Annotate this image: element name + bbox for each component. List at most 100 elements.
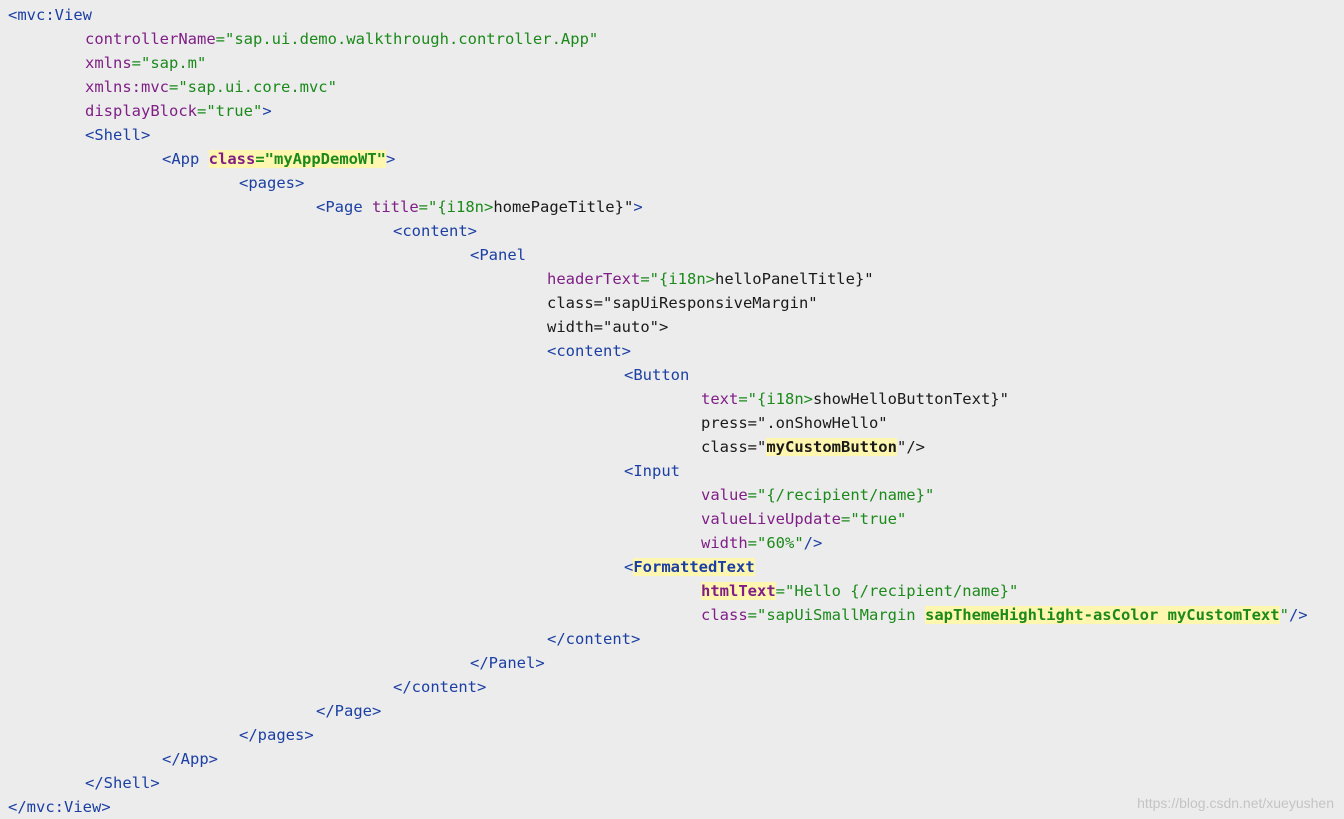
code-line: class="sapUiSmallMargin sapThemeHighligh… — [8, 603, 1308, 627]
code-line: class="myCustomButton"/> — [8, 435, 1308, 459]
code-line: width="auto"> — [8, 315, 1308, 339]
code-token: <content> — [547, 342, 631, 360]
code-line: </Page> — [8, 699, 1308, 723]
code-token: <App — [162, 150, 209, 168]
code-line: <App class="myAppDemoWT"> — [8, 147, 1308, 171]
code-token: <mvc:View — [8, 6, 92, 24]
code-token: ="{i18n> — [418, 198, 494, 216]
code-token: ="Hello {/recipient/name}" — [775, 582, 1019, 600]
code-token: htmlText — [701, 582, 776, 600]
code-token: </content> — [393, 678, 487, 696]
code-token: <pages> — [239, 174, 305, 192]
code-token: title — [372, 198, 419, 216]
code-token: press=".onShowHello" — [701, 414, 888, 432]
code-token: "/> — [896, 438, 925, 456]
code-token: headerText — [547, 270, 641, 288]
code-token: myAppDemoWT — [274, 150, 377, 168]
code-token: =" — [255, 150, 275, 168]
code-token: </content> — [547, 630, 641, 648]
code-token: <content> — [393, 222, 477, 240]
code-block[interactable]: <mvc:View controllerName="sap.ui.demo.wal… — [8, 3, 1308, 819]
code-token: > — [386, 150, 396, 168]
code-token: <Input — [624, 462, 680, 480]
code-line: <pages> — [8, 171, 1308, 195]
code-line: <Panel — [8, 243, 1308, 267]
code-token: > — [633, 198, 643, 216]
code-token: <Page — [316, 198, 372, 216]
code-token: showHelloButtonText}" — [812, 390, 1009, 408]
code-line: </pages> — [8, 723, 1308, 747]
code-token: </mvc:View> — [8, 798, 111, 816]
code-token: controllerName — [85, 30, 216, 48]
code-line: <Shell> — [8, 123, 1308, 147]
code-token: homePageTitle}" — [493, 198, 634, 216]
code-token: class=" — [701, 438, 767, 456]
code-line: text="{i18n>showHelloButtonText}" — [8, 387, 1308, 411]
code-line: <FormattedText — [8, 555, 1308, 579]
code-line: width="60%"/> — [8, 531, 1308, 555]
code-line: xmlns:mvc="sap.ui.core.mvc" — [8, 75, 1308, 99]
code-line: </App> — [8, 747, 1308, 771]
code-token: ="sap.ui.demo.walkthrough.controller.App… — [215, 30, 599, 48]
code-line: <mvc:View — [8, 3, 1308, 27]
code-token: </Panel> — [470, 654, 545, 672]
code-line: press=".onShowHello" — [8, 411, 1308, 435]
code-line: htmlText="Hello {/recipient/name}" — [8, 579, 1308, 603]
code-token: ="true" — [840, 510, 907, 528]
code-token: <Button — [624, 366, 690, 384]
code-token: /> — [1288, 606, 1308, 624]
code-token: </pages> — [239, 726, 314, 744]
code-line: </Shell> — [8, 771, 1308, 795]
code-line: <content> — [8, 219, 1308, 243]
code-line: controllerName="sap.ui.demo.walkthrough.… — [8, 27, 1308, 51]
code-line: <Button — [8, 363, 1308, 387]
code-token: helloPanelTitle}" — [714, 270, 874, 288]
code-line: class="sapUiResponsiveMargin" — [8, 291, 1308, 315]
code-token: > — [262, 102, 272, 120]
code-token: ="sap.m" — [131, 54, 207, 72]
code-line: value="{/recipient/name}" — [8, 483, 1308, 507]
code-token: displayBlock — [85, 102, 197, 120]
code-token: ="{/recipient/name}" — [747, 486, 935, 504]
code-token: </Shell> — [85, 774, 160, 792]
code-token: /> — [803, 534, 823, 552]
code-token: myCustomButton — [766, 438, 897, 456]
code-line: </Panel> — [8, 651, 1308, 675]
code-token: text — [701, 390, 739, 408]
code-token: valueLiveUpdate — [701, 510, 841, 528]
code-token: sapThemeHighlight-asColor myCustomText — [924, 606, 1280, 624]
code-line: displayBlock="true"> — [8, 99, 1308, 123]
code-token: ="{i18n> — [738, 390, 813, 408]
code-line: </content> — [8, 675, 1308, 699]
code-token: class — [208, 150, 256, 168]
code-line: <Page title="{i18n>homePageTitle}"> — [8, 195, 1308, 219]
code-token: xmlns — [85, 54, 132, 72]
code-token: class — [701, 606, 748, 624]
watermark-text: https://blog.csdn.net/xueyushen — [1137, 795, 1334, 811]
code-line: headerText="{i18n>helloPanelTitle}" — [8, 267, 1308, 291]
code-token: </Page> — [316, 702, 382, 720]
code-token: <Shell> — [85, 126, 151, 144]
code-line: <Input — [8, 459, 1308, 483]
code-token: width="auto"> — [547, 318, 669, 336]
code-token: class="sapUiResponsiveMargin" — [547, 294, 818, 312]
code-token: ="{i18n> — [640, 270, 715, 288]
code-token: <Panel — [470, 246, 526, 264]
code-token: xmlns:mvc — [85, 78, 169, 96]
code-token: ="true" — [196, 102, 263, 120]
code-token: FormattedText — [633, 558, 755, 576]
code-token: " — [1279, 606, 1289, 624]
code-token: ="sapUiSmallMargin — [747, 606, 925, 624]
code-line: valueLiveUpdate="true" — [8, 507, 1308, 531]
code-token: < — [624, 558, 634, 576]
code-line: xmlns="sap.m" — [8, 51, 1308, 75]
code-token: ="sap.ui.core.mvc" — [169, 78, 337, 96]
code-line: </content> — [8, 627, 1308, 651]
code-token: </App> — [162, 750, 218, 768]
code-token: value — [701, 486, 748, 504]
code-token: " — [376, 150, 387, 168]
code-token: width — [701, 534, 748, 552]
code-line: <content> — [8, 339, 1308, 363]
code-line: </mvc:View> — [8, 795, 1308, 819]
